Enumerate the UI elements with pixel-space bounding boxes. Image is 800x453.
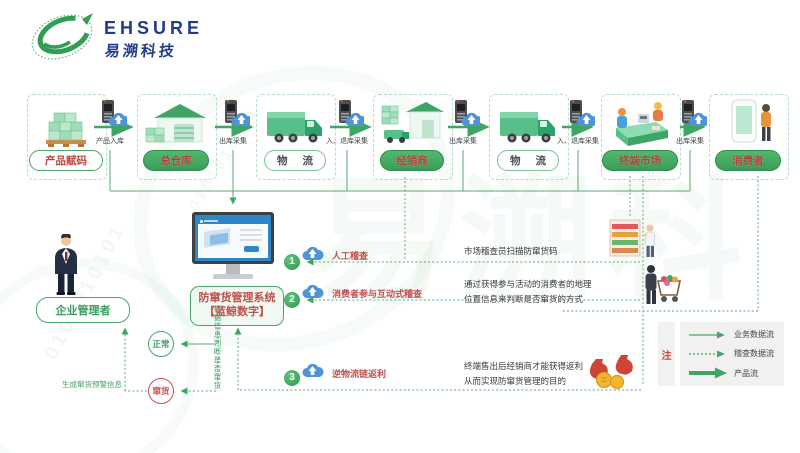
scanner-upload-icon (339, 100, 364, 126)
node-box (489, 94, 569, 180)
legend-label: 稽查数据流 (734, 349, 774, 358)
consumer-icon (731, 99, 771, 143)
legend-label: 业务数据流 (734, 330, 774, 339)
shopper-cart-icon (645, 265, 681, 304)
legend-item-business-flow: 业务数据流 (680, 329, 784, 340)
monitor-icon (192, 212, 274, 264)
audit-1-label: 人工稽查 (332, 251, 369, 261)
link-label: 出库采集 (676, 138, 704, 145)
business-flow-arrow-icon (689, 331, 725, 338)
cloud-upload-icon (302, 363, 324, 377)
audit-1-number: 1 (284, 254, 300, 270)
flow-node-main-warehouse: 总仓库 (143, 150, 209, 171)
link-label: 入、退库采集 (557, 138, 599, 145)
store-shelf-inspector-icon (609, 219, 655, 257)
brand-name: EHSURE (104, 18, 204, 38)
market-icon (616, 102, 668, 146)
node-box (256, 94, 336, 180)
alert-label: 生成窜货预警信息 (62, 380, 122, 389)
link-label: 出库采集 (449, 138, 477, 145)
brand-name-cn: 易溯科技 (104, 43, 178, 60)
node-box (137, 94, 217, 180)
audit-2-desc-line2: 位置信息来判断是否窜货的方式 (464, 294, 584, 304)
businessman-icon (55, 234, 77, 295)
node-box (27, 94, 107, 180)
node-box (709, 94, 789, 180)
flow-node-logistics-2: 物 流 (497, 150, 559, 171)
scanner-upload-icon (225, 100, 250, 126)
scanner-upload-icon (682, 100, 707, 126)
system-title-line1: 防窜货管理系统 (198, 292, 276, 305)
e-swirl-icon (31, 13, 93, 60)
status-diverted: 窜货 (148, 378, 174, 404)
product-flow-arrow-icon (689, 367, 727, 379)
manager-label: 企业管理者 (36, 297, 130, 323)
scanner-upload-icon (102, 100, 127, 126)
legend-item-product-flow: 产品流 (680, 367, 784, 379)
cloud-upload-icon (302, 284, 324, 298)
pallet-icon (46, 112, 86, 147)
flow-node-consumer: 消费者 (715, 150, 781, 171)
judge-flow-label: 根据信息判断是否窜货 (213, 305, 222, 390)
legend-note: 注 (658, 322, 675, 386)
audit-1-desc: 市场稽查员扫描防窜货码 (464, 246, 558, 256)
flow-node-logistics-1: 物 流 (264, 150, 326, 171)
scanner-upload-icon (570, 100, 595, 126)
link-label: 入、退库采集 (326, 138, 368, 145)
audit-flow-arrow-icon (689, 350, 725, 357)
flow-node-distributor: 经销商 (380, 150, 444, 171)
audit-2-number: 2 (284, 292, 300, 308)
legend-label: 产品流 (734, 368, 758, 378)
audit-3-number: 3 (284, 370, 300, 386)
company-logo (24, 6, 100, 69)
audit-3-desc-line1: 终端售出后经销商才能获得返利 (464, 361, 584, 371)
truck-icon (500, 112, 555, 143)
audit-2-desc-line1: 通过获得参与活动的消费者的地理 (464, 279, 592, 289)
audit-3-desc-line2: 从而实现防窜货管理的目的 (464, 376, 567, 386)
scanner-upload-icon (455, 100, 480, 126)
rebate-money-icon (589, 355, 633, 390)
link-label: 产品入库 (96, 138, 124, 145)
link-label: 出库采集 (219, 138, 247, 145)
audit-2-label: 消费者参与互动式稽查 (332, 289, 423, 299)
monitor-base (213, 274, 253, 279)
flow-node-product-coding: 产品赋码 (29, 150, 103, 171)
distributor-icon (381, 102, 444, 143)
node-box (601, 94, 681, 180)
truck-icon (267, 112, 322, 143)
monitor-stand (226, 264, 240, 274)
cloud-upload-icon (302, 246, 324, 260)
node-box (373, 94, 453, 180)
system-title-box: 防窜货管理系统 【蓝鲸数字】 (190, 286, 284, 326)
legend-box: 业务数据流 稽查数据流 产品流 (680, 322, 784, 386)
audit-3-label: 逆物流链返利 (332, 369, 387, 379)
flow-node-terminal-market: 终端市场 (602, 150, 678, 171)
system-title-line2: 【蓝鲸数字】 (204, 306, 270, 318)
legend-item-audit-flow: 稽查数据流 (680, 348, 784, 359)
warehouse-icon (145, 104, 206, 143)
status-normal: 正常 (148, 331, 174, 357)
